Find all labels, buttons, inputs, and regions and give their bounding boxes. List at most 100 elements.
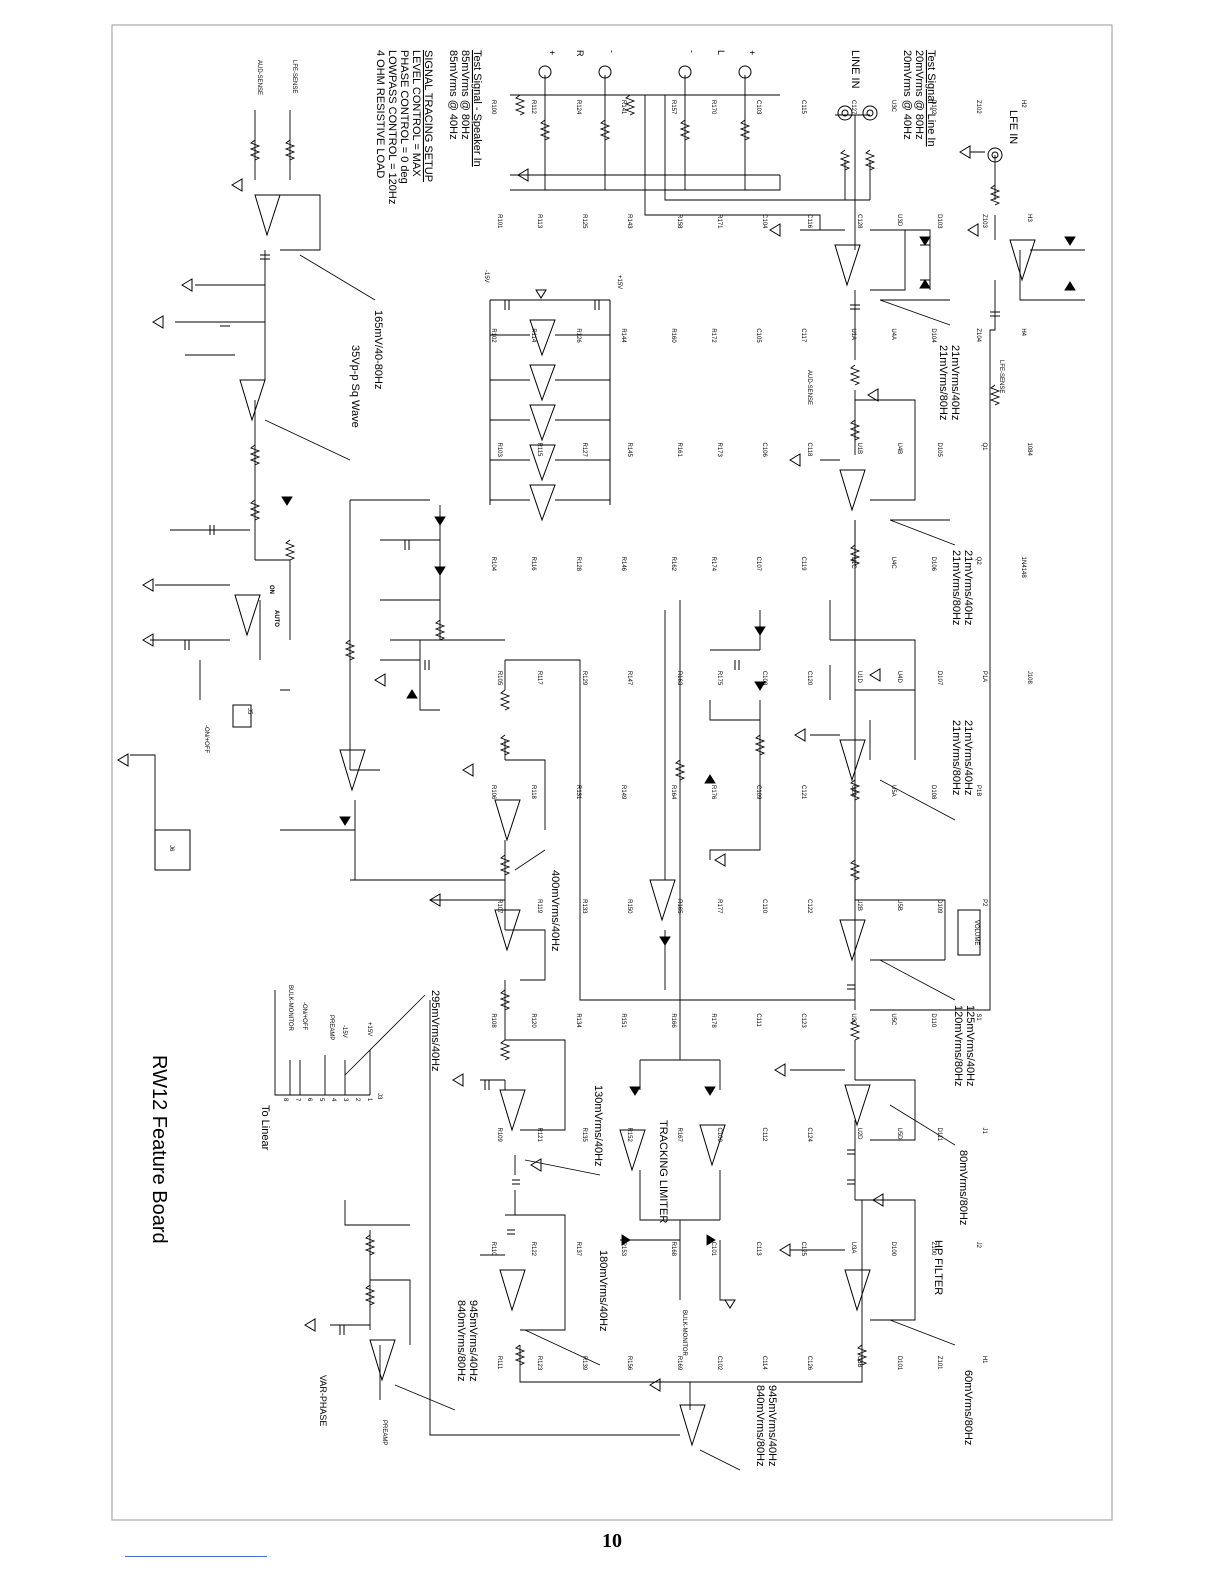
j3-num-7: 7 (294, 1098, 300, 1102)
diode-d109 (629, 1086, 641, 1096)
setup-load: 4 OHM RESISTIVE LOAD (374, 50, 386, 178)
refdes-label: C126 (806, 1356, 812, 1371)
refdes-label: C105 (755, 328, 761, 343)
lfe-sense-mid: LFE-SENSE (998, 360, 1004, 393)
refdes-label: C108 (761, 671, 767, 686)
refdes-label: R103 (496, 443, 502, 458)
refdes-label: U4D (896, 671, 902, 684)
refdes-label: C122 (806, 899, 812, 914)
refdes-label: R162 (670, 557, 676, 572)
refdes-label: R102 (490, 328, 496, 343)
opamp-u4d (499, 1089, 526, 1132)
refdes-label: R143 (626, 214, 632, 229)
speaker-pin-3: - (607, 50, 617, 53)
refdes-label: U1B (856, 443, 862, 455)
opamp-u4b (679, 1404, 706, 1447)
refdes-label: D100 (890, 1242, 896, 1257)
opamp-u3d (339, 749, 366, 792)
refdes-label: R121 (536, 1128, 542, 1143)
diode-z100 (1064, 236, 1076, 246)
bulk-monitor-label: BULK-MONITOR (681, 1310, 687, 1357)
speaker-pin-2: R (575, 50, 585, 57)
diode-d104 (434, 516, 446, 526)
refdes-label: U3B (856, 1356, 862, 1368)
meas-165mv: 165mV/40-80Hz (372, 310, 384, 390)
opamp-symbols (234, 194, 1036, 1447)
refdes-label: U4B (896, 443, 902, 455)
volume-label: VOLUME (973, 920, 979, 945)
refdes-label: D111 (936, 1128, 942, 1142)
refdes-label: R175 (716, 671, 722, 686)
footer-rule (125, 1556, 267, 1557)
refdes-label: R166 (670, 1013, 676, 1028)
meas-180mv: 180mVrms/40Hz (597, 1250, 609, 1332)
refdes-label: C110 (761, 899, 767, 914)
capacitor-symbols (184, 254, 1000, 1335)
line-in-jack (837, 105, 853, 121)
refdes-label: R108 (490, 1013, 496, 1028)
j3-num-2: 2 (354, 1098, 360, 1102)
refdes-label: U2D (856, 1128, 862, 1141)
refdes-label: U3C (890, 100, 896, 113)
j3-pin-plus15: +15V (366, 1022, 372, 1036)
opamp-u2a (844, 1269, 871, 1312)
diode-d101 (754, 681, 766, 691)
j3-pin-preamp: PREAMP (328, 1015, 334, 1040)
refdes-label: J2 (975, 1242, 981, 1249)
refdes-label: R112 (530, 100, 536, 115)
refdes-label: C112 (761, 1128, 767, 1143)
refdes-label: C114 (761, 1356, 767, 1371)
opamp-power-3 (529, 404, 556, 442)
opamp-u3a-mid (494, 909, 521, 952)
opamp-u5d (239, 379, 266, 422)
test-signal-line-in-80hz: 20mVrms @ 80Hz (913, 50, 925, 140)
j3-num-6: 6 (306, 1098, 312, 1102)
diode-d103b (659, 936, 671, 946)
meas-u1a-80hz: 21mVrms/80Hz (950, 550, 962, 625)
page-number: 10 (602, 1530, 622, 1552)
meas-35vpp: 35Vp-p Sq Wave (349, 345, 361, 428)
refdes-label: H1 (981, 1356, 987, 1364)
diode-d108 (704, 1086, 716, 1096)
refdes-label: R171 (716, 214, 722, 229)
refdes-label: R150 (626, 899, 632, 914)
refdes-label: Z102 (975, 100, 981, 114)
refdes-label: R167 (676, 1128, 682, 1143)
refdes-label: R131 (575, 785, 581, 800)
meas-80mv: 80mVrms/80Hz (957, 1150, 969, 1225)
meas-u1a-40hz: 21mVrms/40Hz (962, 550, 974, 625)
tracking-limiter-label: TRACKING LIMITER (657, 1120, 669, 1223)
refdes-label: R174 (710, 557, 716, 572)
refdes-label: R172 (710, 328, 716, 343)
test-signal-line-in-40hz: 20mVrms @ 40Hz (901, 50, 913, 140)
diode-d100 (754, 626, 766, 636)
refdes-label: R151 (620, 1013, 626, 1028)
opamp-power-5 (529, 484, 556, 522)
meas-400mv: 400mVrms/40Hz (549, 870, 561, 952)
j3-pin-on-off: -ON/+OFF (301, 1002, 307, 1031)
speaker-post-4 (738, 65, 752, 79)
board-title: RW12 Feature Board (148, 1055, 170, 1244)
refdes-label: R104 (490, 557, 496, 572)
meas-u4b-40hz: 945mVrms/40Hz (766, 1385, 778, 1467)
refdes-label: C111 (755, 1013, 761, 1027)
opamp-u2b (839, 739, 866, 782)
meas-u4b-80hz: 840mVrms/80Hz (754, 1385, 766, 1467)
refdes-label: R141 (620, 100, 626, 115)
test-signal-speaker-40hz: 85mVrms @ 40Hz (447, 50, 459, 140)
j3-num-4: 4 (330, 1098, 336, 1102)
refdes-label: C128 (856, 214, 862, 229)
refdes-label: R145 (626, 443, 632, 458)
refdes-label: C116 (806, 214, 812, 229)
refdes-label: C124 (806, 1128, 812, 1143)
refdes-label: R113 (536, 214, 542, 229)
refdes-label: R116 (530, 557, 536, 572)
refdes-label: U5C (890, 1013, 896, 1026)
refdes-label: R122 (530, 1242, 536, 1257)
refdes-label: U5A (890, 785, 896, 797)
refdes-label: R119 (536, 899, 542, 914)
refdes-label: R110 (490, 1242, 496, 1257)
refdes-label: U5B (896, 899, 902, 911)
refdes-label: C127 (850, 100, 856, 115)
refdes-label: R100 (490, 100, 496, 115)
